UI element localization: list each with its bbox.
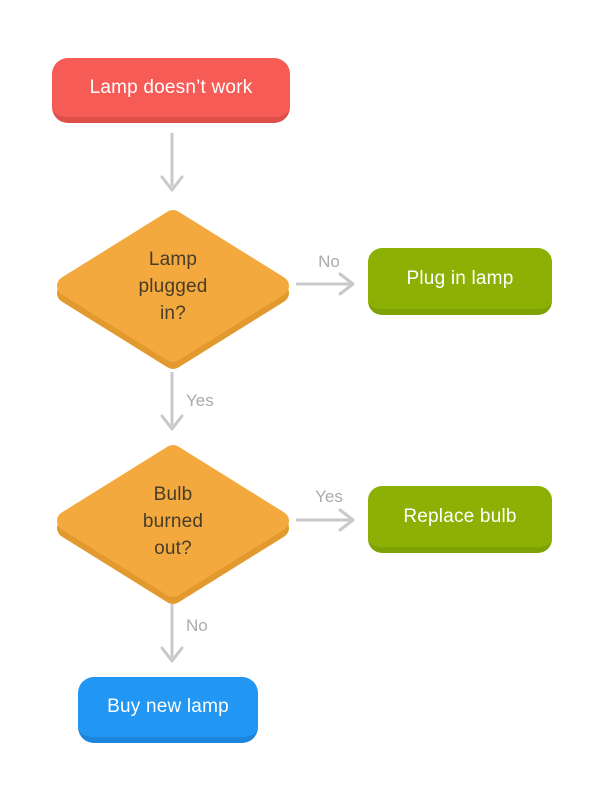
edge-label-no-1: No xyxy=(318,252,340,271)
node-plug-in-lamp: Plug in lamp xyxy=(368,248,552,315)
decision2-diamond xyxy=(57,445,289,604)
edge-label-no-2: No xyxy=(186,616,208,635)
node-replace-bulb: Replace bulb xyxy=(368,486,552,553)
node-buy-new-lamp: Buy new lamp xyxy=(78,677,258,743)
decision2-label: Bulb burned out? xyxy=(142,483,204,559)
node-replace-bulb-label: Replace bulb xyxy=(403,505,517,527)
node-plug-in-lamp-label: Plug in lamp xyxy=(406,267,514,289)
decision1-label: Lamp plugged in? xyxy=(138,248,208,324)
arrow-right-icon xyxy=(296,508,355,532)
arrow-down-icon xyxy=(160,372,184,431)
arrow-down-icon xyxy=(160,133,184,192)
arrow-down-icon xyxy=(160,604,184,663)
node-buy-new-lamp-label: Buy new lamp xyxy=(107,696,229,717)
decision1-diamond xyxy=(57,210,289,369)
node-start-label: Lamp doesn’t work xyxy=(89,76,253,98)
arrow-right-icon xyxy=(296,272,355,296)
edge-label-yes-1: Yes xyxy=(186,391,214,410)
node-start: Lamp doesn’t work xyxy=(52,58,290,123)
edge-label-yes-2: Yes xyxy=(315,487,343,506)
